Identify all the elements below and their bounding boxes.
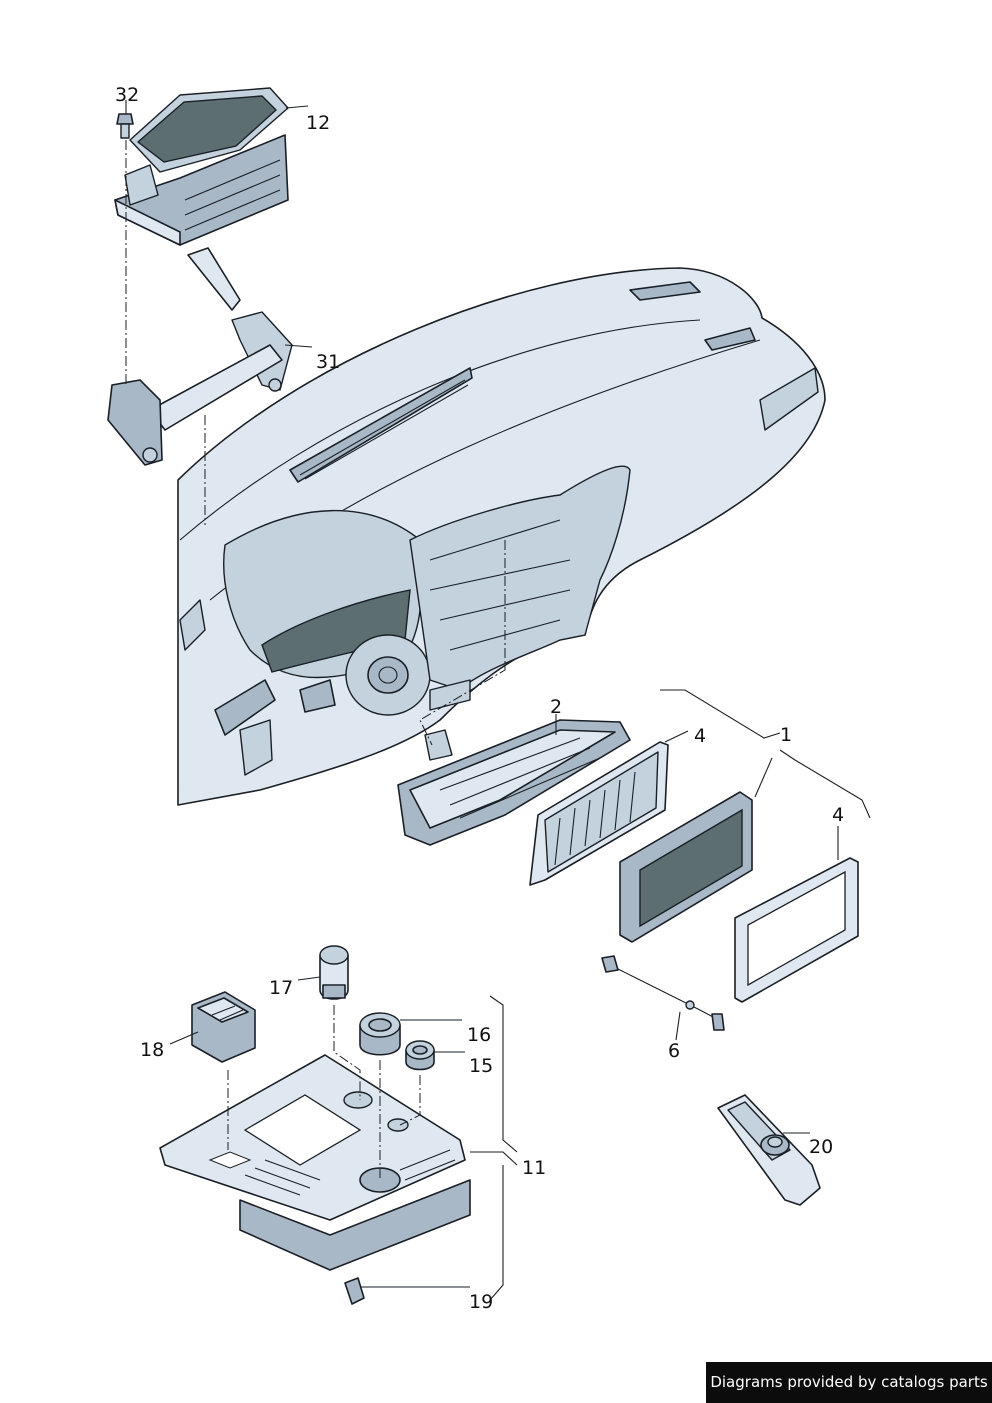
callout-18: 18 (140, 1039, 164, 1061)
callout-31: 31 (316, 351, 340, 373)
leader-lines (125, 100, 871, 1301)
credits-banner: Diagrams provided by catalogs parts (706, 1362, 992, 1403)
callout-1: 1 (780, 724, 792, 746)
clip-19 (344, 1277, 365, 1305)
callout-19: 19 (469, 1291, 493, 1313)
switch-module-18 (191, 991, 256, 1063)
assembly-lines (125, 140, 506, 1180)
callout-4-right: 4 (832, 804, 844, 826)
display-screen-1 (619, 791, 753, 943)
callout-6: 6 (668, 1040, 680, 1062)
callout-11: 11 (522, 1157, 546, 1179)
display-unit-12 (114, 87, 289, 246)
callout-16: 16 (467, 1024, 491, 1046)
dashboard (177, 267, 826, 806)
callout-4-left: 4 (694, 725, 706, 747)
trim-panel-4-left (529, 741, 669, 886)
callout-labels: 32 12 31 2 4 1 4 17 16 18 15 6 20 11 19 (115, 84, 844, 1313)
callout-12: 12 (306, 112, 330, 134)
callout-20: 20 (809, 1136, 833, 1158)
trim-frame-4-right (734, 857, 859, 1003)
callout-2: 2 (550, 696, 562, 718)
bracket-31 (107, 247, 293, 466)
start-button-17 (319, 945, 349, 1000)
callout-32: 32 (115, 84, 139, 106)
controller-20 (717, 1094, 821, 1206)
control-panel-11 (159, 1054, 471, 1271)
knob-16 (359, 1012, 401, 1056)
callout-15: 15 (469, 1055, 493, 1077)
callout-17: 17 (269, 977, 293, 999)
cable-6 (601, 955, 725, 1031)
screw-32 (116, 113, 134, 139)
knob-15 (405, 1040, 435, 1071)
center-frame-2 (397, 719, 631, 846)
